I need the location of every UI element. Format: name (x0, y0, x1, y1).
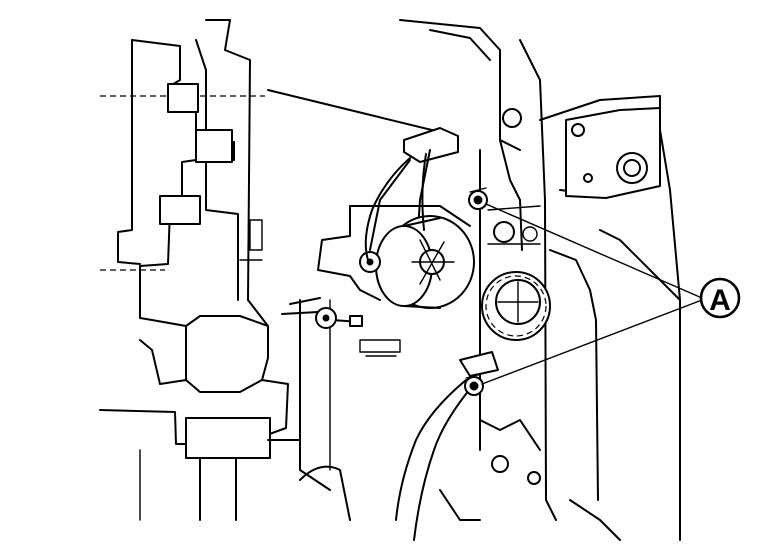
callout-label: A (709, 284, 731, 317)
lower-duct (139, 315, 289, 521)
left-housing-panel (99, 19, 265, 445)
callout-leaders (481, 203, 703, 385)
blower-motor (317, 205, 475, 309)
link-lever (281, 297, 363, 329)
center-casing (239, 89, 441, 491)
wire-harness (364, 153, 475, 541)
lower-clip (299, 351, 621, 541)
gear (481, 271, 551, 341)
right-flap (539, 95, 681, 541)
screw-upper (468, 187, 488, 210)
callout-a: A (699, 277, 741, 319)
screw-lower (464, 373, 484, 396)
